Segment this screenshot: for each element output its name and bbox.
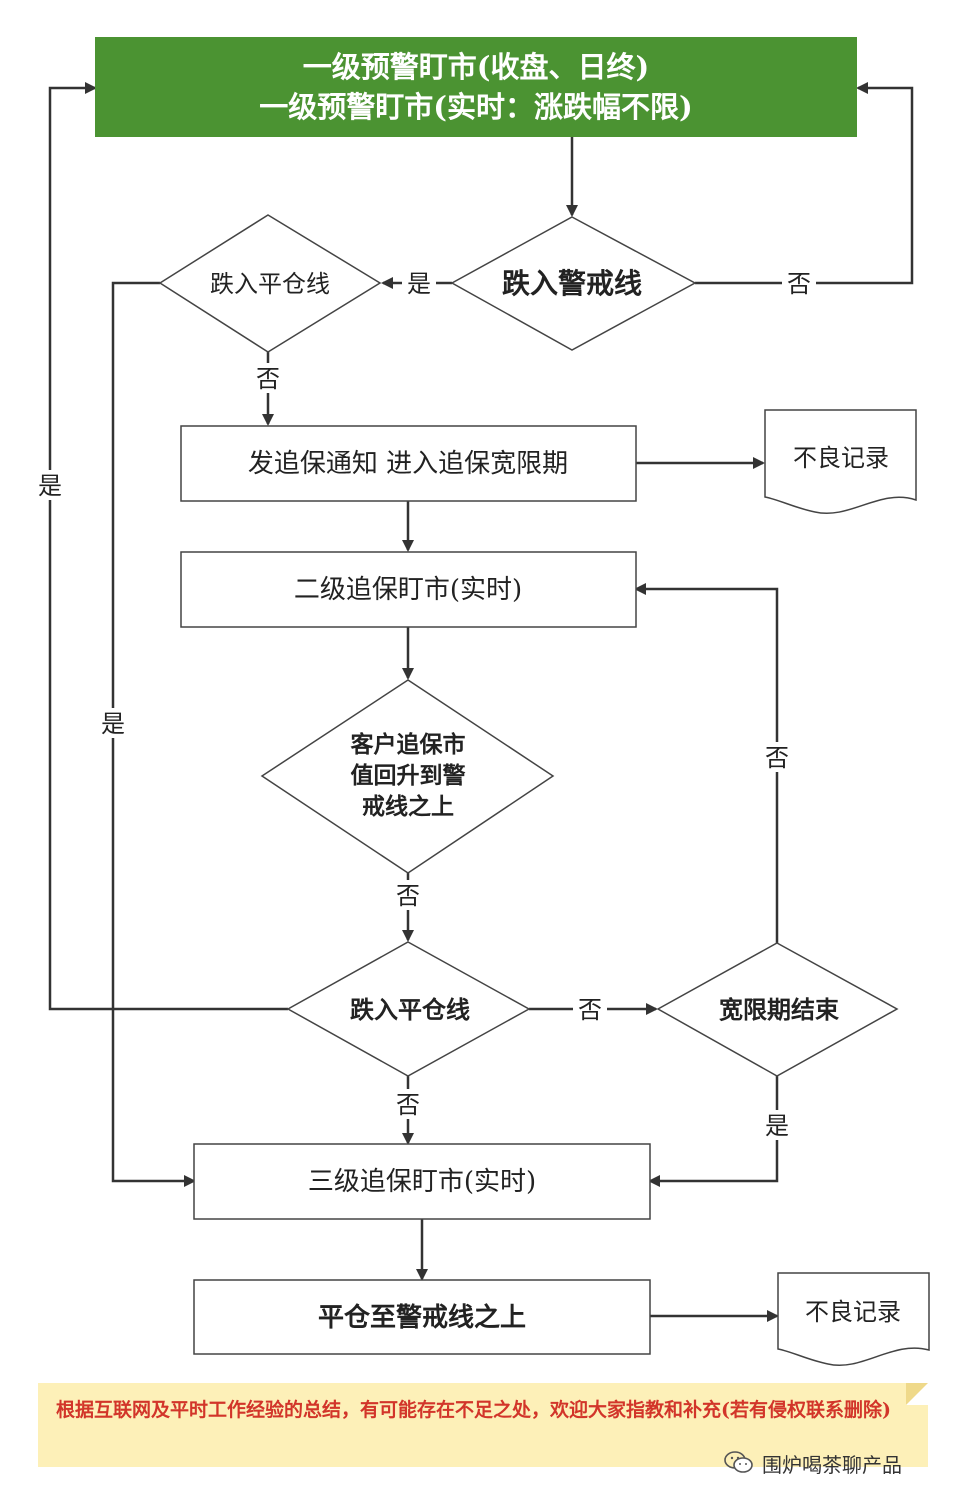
liquidation-mid-text: 跌入平仓线 xyxy=(350,995,470,1024)
node-level2: 二级追保盯市(实时) xyxy=(180,551,637,628)
bad-record-2-text: 不良记录 xyxy=(805,1298,901,1326)
start-line-1: 一级预警盯市(收盘、日终) xyxy=(303,50,649,84)
level3-text: 三级追保盯市(实时) xyxy=(308,1167,536,1197)
level2-text: 二级追保盯市(实时) xyxy=(294,575,522,605)
node-level3: 三级追保盯市(实时) xyxy=(193,1143,651,1220)
edge-grace-yes xyxy=(648,1076,779,1187)
bad-record-1-text: 不良记录 xyxy=(793,444,889,472)
node-grace-end-decision: 宽限期结束 xyxy=(656,942,899,1077)
liquidation-top-text: 跌入平仓线 xyxy=(210,270,330,298)
label-liq-mid-no: 否 xyxy=(578,996,602,1024)
label-warning-no: 否 xyxy=(787,270,811,298)
node-recover-decision: 客户追保市 值回升到警 戒线之上 xyxy=(260,679,555,874)
node-start: 一级预警盯市(收盘、日终) 一级预警盯市(实时：涨跌幅不限) xyxy=(95,37,857,137)
node-warning-decision: 跌入警戒线 xyxy=(450,216,697,351)
start-line-2: 一级预警盯市(实时：涨跌幅不限) xyxy=(259,90,692,124)
grace-end-text: 宽限期结束 xyxy=(719,995,840,1024)
node-bad-record-1: 不良记录 xyxy=(764,409,917,515)
label-liq-mid-down-no: 否 xyxy=(396,1091,420,1119)
node-close-position: 平仓至警戒线之上 xyxy=(193,1279,651,1355)
warning-decision-text: 跌入警戒线 xyxy=(502,267,642,300)
disclaimer-text: 根据互联网及平时工作经验的总结，有可能存在不足之处，欢迎大家指教和补充(若有侵权… xyxy=(56,1399,891,1421)
label-liq-top-yes: 是 xyxy=(101,710,125,738)
edge-grace-no xyxy=(634,583,779,943)
label-liq-top-no: 否 xyxy=(256,365,280,393)
label-recover-no: 否 xyxy=(396,882,420,910)
notify-text: 发追保通知 进入追保宽限期 xyxy=(248,449,568,479)
node-notify: 发追保通知 进入追保宽限期 xyxy=(180,425,637,502)
node-bad-record-2: 不良记录 xyxy=(777,1272,930,1367)
disclaimer-note: 根据互联网及平时工作经验的总结，有可能存在不足之处，欢迎大家指教和补充(若有侵权… xyxy=(38,1383,928,1467)
recover-line-1: 客户追保市 xyxy=(351,731,466,758)
wechat-icon xyxy=(724,1450,754,1476)
label-grace-yes: 是 xyxy=(765,1112,789,1140)
label-grace-no: 否 xyxy=(765,744,789,772)
brand-watermark: 围炉喝茶聊产品 xyxy=(724,1448,902,1478)
recover-line-3: 戒线之上 xyxy=(362,793,454,820)
recover-line-2: 值回升到警 xyxy=(351,762,466,789)
node-liquidation-top-decision: 跌入平仓线 xyxy=(158,214,382,353)
label-warning-yes: 是 xyxy=(407,270,431,298)
note-fold-corner xyxy=(906,1383,928,1405)
edge-liq-mid-yes xyxy=(48,82,288,1011)
close-position-text: 平仓至警戒线之上 xyxy=(318,1302,526,1333)
brand-name: 围炉喝茶聊产品 xyxy=(762,1452,902,1477)
label-liq-mid-yes: 是 xyxy=(38,472,62,500)
node-liquidation-mid-decision: 跌入平仓线 xyxy=(286,941,531,1077)
